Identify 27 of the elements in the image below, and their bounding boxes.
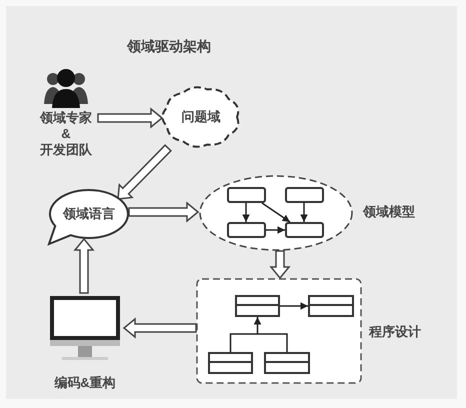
node-label: 领域模型 bbox=[362, 204, 416, 220]
node-label: 编码&重构 bbox=[53, 375, 117, 391]
block-arrow bbox=[269, 250, 291, 280]
team-label: 领域专家 & 开发团队 bbox=[38, 110, 93, 158]
block-arrow bbox=[117, 144, 172, 200]
entity-box bbox=[285, 222, 324, 238]
class-box bbox=[208, 352, 253, 374]
node-label: 问题域 bbox=[180, 109, 222, 125]
entity-box bbox=[285, 187, 324, 203]
class-box bbox=[308, 295, 354, 317]
entity-box bbox=[227, 222, 266, 238]
entity-box bbox=[227, 187, 266, 203]
diagram-title: 领域驱动架构 bbox=[126, 38, 212, 54]
arrow bbox=[266, 226, 285, 234]
class-box bbox=[264, 352, 310, 374]
block-arrow bbox=[122, 317, 197, 339]
block-arrow bbox=[128, 201, 200, 223]
node-label: 程序设计 bbox=[368, 324, 422, 340]
block-arrow bbox=[97, 107, 164, 129]
arrow bbox=[280, 302, 308, 310]
block-arrow bbox=[73, 238, 95, 294]
arrow bbox=[300, 203, 308, 222]
arrow bbox=[262, 202, 290, 223]
arrow bbox=[242, 203, 250, 222]
class-box bbox=[235, 295, 280, 317]
inheritance-arrow bbox=[230, 316, 288, 353]
node-label: 领域语言 bbox=[62, 206, 116, 222]
